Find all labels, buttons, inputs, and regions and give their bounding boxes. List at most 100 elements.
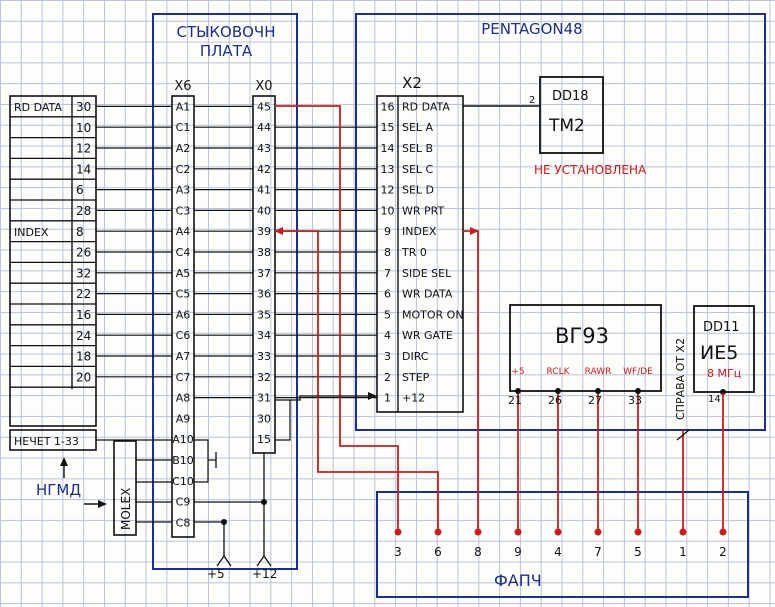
x2-signal-label: SIDE SEL <box>402 267 452 280</box>
ngmd-arrow-up-head <box>60 457 68 466</box>
vg93-pin-label: +5 <box>511 367 524 377</box>
x0-pin: 35 <box>257 308 271 321</box>
odd-pins-label: НЕЧЕТ 1-33 <box>14 435 79 448</box>
wire-x0-15 <box>275 400 291 441</box>
vg93-pin-label: RCLK <box>546 367 570 377</box>
x2-connector-frame <box>376 95 464 413</box>
x2-pin-number: 1 <box>384 392 391 405</box>
x2-pin-number: 14 <box>381 142 395 155</box>
wire-c8-plus5 <box>194 521 225 556</box>
x0-pin: 32 <box>257 371 271 384</box>
vg93-pin-dot <box>635 388 641 394</box>
x6-pin: A9 <box>176 412 191 425</box>
junction-dot <box>221 519 227 525</box>
x2-signal-label: SEL D <box>402 184 434 197</box>
plus12-arrow <box>368 392 377 400</box>
x2-pin-number: 2 <box>384 371 391 384</box>
x6-pin: A1 <box>176 100 191 113</box>
x2-right-note: СПРАВА ОТ X2 <box>674 338 687 420</box>
x2-pin-number: 6 <box>384 288 391 301</box>
dd18-type: TM2 <box>548 116 585 136</box>
x6-pin: C2 <box>176 163 191 176</box>
dd11-frame <box>693 305 755 393</box>
x0-pin: 40 <box>257 204 271 217</box>
x2-pin-number: 3 <box>384 350 391 363</box>
left-row-pin: 12 <box>76 142 91 156</box>
x2-signal-label: INDEX <box>402 225 437 238</box>
x6-pin: A2 <box>176 142 191 155</box>
x0-pin: 39 <box>257 225 271 238</box>
power-plus12-label: +12 <box>252 567 277 581</box>
x2-pin-number: 9 <box>384 225 391 238</box>
x2-pin-number: 12 <box>381 184 395 197</box>
vg93-pin-dot <box>555 388 561 394</box>
x0-pin: 34 <box>257 329 271 342</box>
left-row-pin: 26 <box>76 246 91 260</box>
x2-signal-label: SEL A <box>402 121 434 134</box>
x6-pin: A10 <box>172 433 194 446</box>
wire-plus12 <box>275 395 377 401</box>
fapch-pin-number: 8 <box>474 545 482 559</box>
x2-signal-label: RD DATA <box>402 100 450 113</box>
docking-board-frame <box>152 13 298 570</box>
vg93-pin-dot <box>595 388 601 394</box>
wire-c9-plus12 <box>194 453 265 503</box>
molex-box <box>113 440 137 536</box>
fapch-pin-number: 5 <box>634 545 642 559</box>
x2-signal-label: MOTOR ON <box>402 308 464 321</box>
red-wire-index <box>275 230 439 532</box>
x6-pin: A4 <box>176 225 191 238</box>
x0-pin: 41 <box>257 184 271 197</box>
left-row-pin: 18 <box>76 350 91 364</box>
dd18-chip: DD18 TM2 2 НЕ УСТАНОВЛЕНА <box>463 76 647 177</box>
x6-pin: A7 <box>176 350 191 363</box>
fapch-pin-number: 2 <box>719 545 727 559</box>
docking-board-title-1: СТЫКОВОЧН <box>177 23 276 41</box>
dd11-name: DD11 <box>703 320 740 335</box>
x2-pin-number: 8 <box>384 246 391 259</box>
x2-pin-number: 5 <box>384 308 391 321</box>
x2-signal-label: WR PRT <box>402 204 444 217</box>
left-row-pin: 10 <box>76 121 91 135</box>
x6-pin: A8 <box>176 392 191 405</box>
vg93-pin-dot <box>515 388 521 394</box>
x2-pin-number: 16 <box>381 100 395 113</box>
left-row-pin: 16 <box>76 308 91 322</box>
red-wire-rd-data <box>275 105 399 532</box>
x6-pin: C6 <box>176 329 191 342</box>
left-row-pin: 20 <box>76 370 91 384</box>
left-row-pin: 8 <box>76 225 84 239</box>
x6-pin: C7 <box>176 371 191 384</box>
dd11-type: ИЕ5 <box>700 342 738 364</box>
x2-signal-label: STEP <box>402 371 430 384</box>
fapch-pin-number: 1 <box>679 545 687 559</box>
dd11-freq: 8 МГц <box>707 367 741 380</box>
power-plus5-label: +5 <box>207 567 225 581</box>
x0-pin: 36 <box>257 288 271 301</box>
red-wire-x2-index <box>463 230 479 532</box>
left-row-pin: 24 <box>76 329 91 343</box>
dd18-frame <box>539 76 604 154</box>
x2-pin-number: 7 <box>384 267 391 280</box>
x2-signal-label: DIRC <box>402 350 429 363</box>
left-row-pin: 6 <box>76 183 84 197</box>
vg93-pin-number: 27 <box>588 394 602 407</box>
x0-pin: 15 <box>257 433 271 446</box>
x2-pin-number: 4 <box>384 329 391 342</box>
x2-pin-number: 13 <box>381 163 395 176</box>
x2-signal-label: WR GATE <box>402 329 453 342</box>
red-arrow-head <box>274 227 283 235</box>
x0-pin: 45 <box>257 100 271 113</box>
vg93-pin-number: 26 <box>548 394 562 407</box>
x6-pin: B10 <box>172 454 194 467</box>
ngmd-arrow-right-head <box>98 500 107 508</box>
left-connector-frame <box>9 95 97 427</box>
x0-label: X0 <box>255 79 272 94</box>
x0-pin: 42 <box>257 163 271 176</box>
fapch-pin-number: 3 <box>394 545 402 559</box>
x2-pin-number: 15 <box>381 121 395 134</box>
x2-signal-label: TR 0 <box>401 246 427 259</box>
dd18-name: DD18 <box>552 89 589 104</box>
x0-pin: 33 <box>257 350 271 363</box>
